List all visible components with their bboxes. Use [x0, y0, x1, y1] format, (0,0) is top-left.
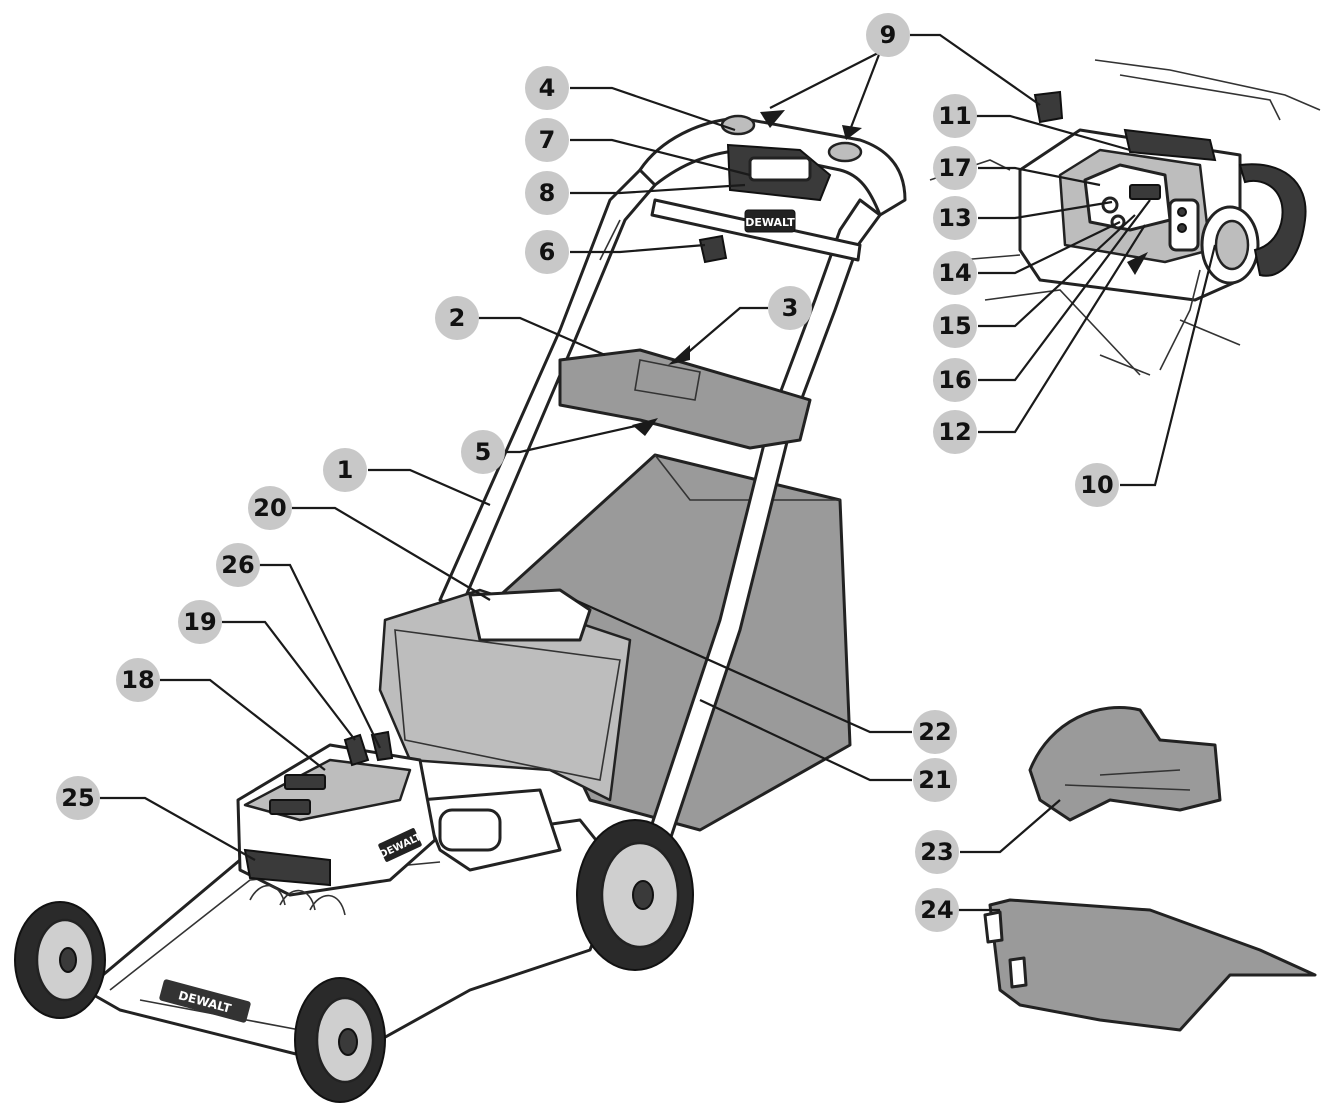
callout-number: 13 — [938, 204, 971, 232]
callout-number: 15 — [938, 312, 971, 340]
callout-number: 14 — [938, 259, 971, 287]
callout-number: 23 — [920, 838, 953, 866]
motor-housing — [418, 788, 562, 872]
callout-number: 18 — [121, 666, 154, 694]
bag-lid — [378, 588, 632, 802]
callout-bubble — [768, 286, 812, 330]
callout-12: 12 — [933, 410, 977, 454]
callout-bubble — [461, 430, 505, 474]
leader-lines — [100, 33, 1217, 912]
callout-bubble — [525, 118, 569, 162]
callout-bubble — [913, 710, 957, 754]
callout-number: 2 — [449, 304, 466, 332]
callout-25: 25 — [56, 776, 100, 820]
callout-number: 19 — [183, 608, 216, 636]
callout-number: 20 — [253, 494, 286, 522]
callout-bubble — [56, 776, 100, 820]
callout-19: 19 — [178, 600, 222, 644]
callout-bubble — [216, 543, 260, 587]
front-right-wheel — [294, 977, 386, 1103]
callout-bubble — [915, 830, 959, 874]
right-lever-knob — [827, 141, 863, 163]
callout-bubble — [525, 230, 569, 274]
callout-bubble — [435, 296, 479, 340]
callout-bubble — [1075, 463, 1119, 507]
callout-number: 26 — [221, 551, 254, 579]
mower-deck: DEWALT — [83, 818, 622, 1057]
callout-bubble — [933, 94, 977, 138]
callout-bubble — [866, 13, 910, 57]
callout-number: 22 — [918, 718, 951, 746]
callout-13: 13 — [933, 196, 977, 240]
callout-bubble — [525, 171, 569, 215]
callout-bubble — [933, 146, 977, 190]
callout-4: 4 — [525, 66, 569, 110]
callout-7: 7 — [525, 118, 569, 162]
callout-number: 21 — [918, 766, 951, 794]
callout-5: 5 — [461, 430, 505, 474]
callout-number: 17 — [938, 154, 971, 182]
callout-number: 24 — [920, 896, 953, 924]
callout-number: 25 — [61, 784, 94, 812]
callout-14: 14 — [933, 251, 977, 295]
callout-24: 24 — [915, 888, 959, 932]
callout-number: 1 — [337, 456, 354, 484]
callout-3: 3 — [768, 286, 812, 330]
mulch-deflector — [983, 898, 1317, 1032]
callout-number: 4 — [539, 74, 556, 102]
callout-bubble — [178, 600, 222, 644]
callout-bubble — [913, 758, 957, 802]
callout-20: 20 — [248, 486, 292, 530]
callout-bubble — [248, 486, 292, 530]
callout-11: 11 — [933, 94, 977, 138]
front-left-wheel — [14, 901, 106, 1019]
callout-number: 12 — [938, 418, 971, 446]
callout-number: 16 — [938, 366, 971, 394]
callout-number: 8 — [539, 179, 556, 207]
callout-8: 8 — [525, 171, 569, 215]
callout-bubble — [915, 888, 959, 932]
drive-bail — [558, 348, 812, 450]
side-discharge-chute — [1028, 706, 1222, 822]
callout-number: 3 — [782, 294, 799, 322]
callout-16: 16 — [933, 358, 977, 402]
callout-bubble — [933, 358, 977, 402]
callout-6: 6 — [525, 230, 569, 274]
callout-bubble — [933, 196, 977, 240]
callout-bubble — [525, 66, 569, 110]
callout-bubble — [116, 658, 160, 702]
callout-15: 15 — [933, 304, 977, 348]
key-slot — [698, 234, 728, 264]
callout-number: 10 — [1080, 471, 1113, 499]
callout-10: 10 — [1075, 463, 1119, 507]
callout-17: 17 — [933, 146, 977, 190]
battery-pack: DEWALT — [236, 730, 437, 916]
callout-21: 21 — [913, 758, 957, 802]
callout-23: 23 — [915, 830, 959, 874]
control-panel-inset — [929, 59, 1321, 376]
callout-1: 1 — [323, 448, 367, 492]
callout-22: 22 — [913, 710, 957, 754]
callout-bubble — [933, 251, 977, 295]
callout-number: 7 — [539, 126, 556, 154]
callout-18: 18 — [116, 658, 160, 702]
callout-number: 11 — [938, 102, 971, 130]
left-lever-knob — [720, 114, 756, 136]
callout-bubble — [933, 410, 977, 454]
rear-left-wheel — [576, 819, 694, 971]
callout-26: 26 — [216, 543, 260, 587]
callout-number: 5 — [475, 438, 492, 466]
handle-controls: DEWALT — [698, 114, 863, 264]
handle-brand-mark: DEWALT — [745, 216, 795, 229]
callout-bubble — [933, 304, 977, 348]
callout-2: 2 — [435, 296, 479, 340]
callout-9: 9 — [866, 13, 910, 57]
callout-number: 6 — [539, 238, 556, 266]
callout-number: 9 — [880, 21, 897, 49]
callout-bubble — [323, 448, 367, 492]
